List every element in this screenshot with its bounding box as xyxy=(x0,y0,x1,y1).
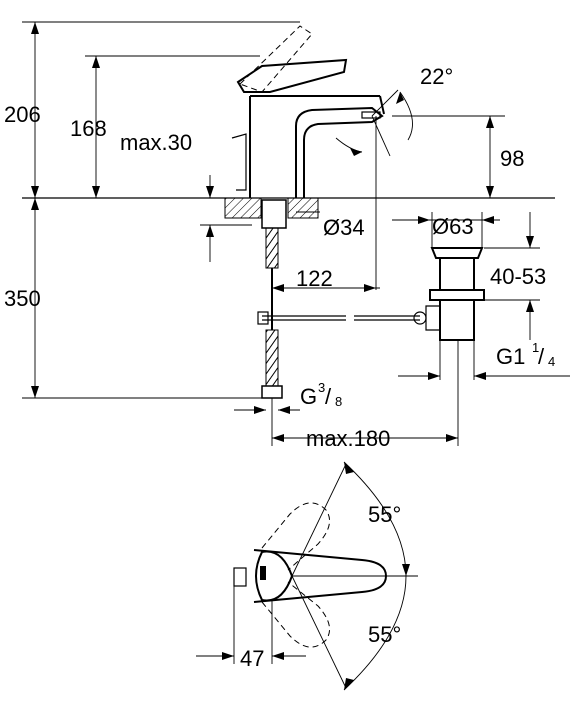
popup-top xyxy=(233,567,247,587)
dim-spout-clearance-label: 98 xyxy=(500,146,524,171)
countertop-section xyxy=(224,197,319,229)
dim-spout-height-label: 168 xyxy=(70,116,107,141)
dim-rotation-bottom-label: 55° xyxy=(368,622,401,647)
dim-waste-range-label: 40-53 xyxy=(490,264,546,289)
dim-total-height-label: 206 xyxy=(4,102,41,127)
top-view: 55° 55° 47 xyxy=(196,461,418,691)
dim-waste-thread-den: 4 xyxy=(548,354,555,369)
popup-rod xyxy=(231,133,247,191)
side-view: 206 168 max.30 xyxy=(4,21,570,451)
body-top xyxy=(255,550,294,602)
dim-waste-thread xyxy=(398,340,570,380)
dim-hose-length xyxy=(22,198,262,399)
dim-lever-offset xyxy=(196,586,306,664)
dim-waste-diameter-label: Ø63 xyxy=(432,214,474,239)
popup-linkage xyxy=(257,311,427,325)
dim-lever-offset-label: 47 xyxy=(240,646,264,671)
dim-hole-diameter-label: Ø34 xyxy=(323,215,365,240)
dim-waste-range xyxy=(484,212,540,340)
dim-waste-thread-num: 1 xyxy=(532,340,539,355)
lever-handle xyxy=(236,58,348,93)
faucet-body xyxy=(231,25,385,198)
aerator xyxy=(361,111,381,119)
supply-hoses xyxy=(261,227,283,399)
arc-rotation-upper xyxy=(343,461,407,577)
arc-rotation-lower xyxy=(343,575,407,691)
dim-hose-thread-slash: / xyxy=(325,384,332,409)
dim-total-height xyxy=(22,21,300,198)
dim-max-deck xyxy=(200,175,252,262)
dim-hose-thread-den: 8 xyxy=(335,394,342,409)
lever-ghost-lower xyxy=(261,581,331,648)
dim-max-pull xyxy=(271,340,459,446)
dim-spout-height xyxy=(85,55,260,198)
dim-hose-thread-base: G xyxy=(300,384,317,409)
dim-waste-thread-slash: / xyxy=(538,344,545,369)
dim-hose-length-label: 350 xyxy=(4,286,41,311)
angle-lever xyxy=(335,89,413,157)
spout-body xyxy=(249,96,384,198)
body-marker xyxy=(260,566,266,580)
dim-waste-diameter xyxy=(392,212,500,248)
dim-rotation-top-label: 55° xyxy=(368,502,401,527)
dim-spout-clearance xyxy=(392,115,505,198)
waste-valve xyxy=(425,247,485,341)
dim-projection xyxy=(272,116,380,292)
dim-projection-label: 122 xyxy=(296,266,333,291)
dim-max-pull-label: max.180 xyxy=(306,426,390,451)
lever-ghost-upper xyxy=(261,502,331,571)
lever-raised-ghost xyxy=(239,25,313,93)
dim-max-deck-label: max.30 xyxy=(120,130,192,155)
dim-waste-thread-base: G1 xyxy=(496,344,525,369)
dim-lever-angle-label: 22° xyxy=(420,64,453,89)
dim-hose-thread-num: 3 xyxy=(318,380,325,395)
dim-hose-thread xyxy=(234,406,300,414)
